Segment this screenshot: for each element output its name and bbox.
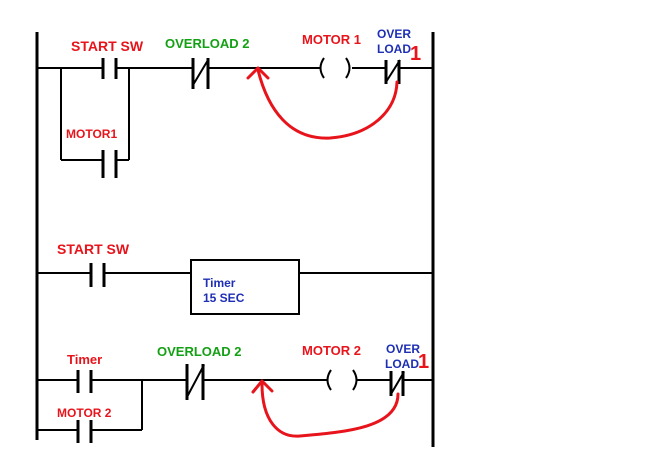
annotation-arrow-rung1	[256, 68, 399, 140]
rung3-seal-label: MOTOR 2	[57, 406, 112, 420]
motor1-seal-contact	[101, 150, 118, 178]
arrowhead-rung3	[251, 379, 274, 394]
arrowhead-rung1	[246, 66, 270, 80]
rung2-start-switch-contact	[89, 263, 106, 287]
rung3-timer-label: Timer	[67, 352, 102, 367]
rung3-load-label: LOAD	[385, 357, 419, 371]
motor1-coil	[319, 57, 351, 79]
rung1-start-sw-label: START SW	[71, 38, 144, 54]
rung-3: Timer OVERLOAD 2 MOTOR 2 OVER LOAD 1 MOT…	[36, 342, 433, 443]
rung3-overload2-label: OVERLOAD 2	[157, 344, 242, 359]
rung1-load-label: LOAD	[377, 42, 411, 56]
rung3-overload1-nc-contact	[389, 371, 405, 396]
overload1-nc-contact	[384, 59, 401, 84]
motor2-seal-contact	[76, 420, 93, 443]
timer-block-line2: 15 SEC	[203, 291, 245, 305]
rung2-start-sw-label: START SW	[57, 241, 130, 257]
timer-block-line1: Timer	[203, 276, 236, 290]
rung1-marker-label: 1	[410, 43, 421, 65]
rung1-overload2-label: OVERLOAD 2	[165, 36, 250, 51]
rung3-overload2-nc-contact	[185, 364, 205, 400]
rung3-marker-label: 1	[418, 351, 429, 373]
timer-contact	[76, 370, 93, 393]
rung-2: Timer 15 SEC START SW	[37, 241, 433, 315]
overload2-nc-contact	[191, 58, 210, 89]
annotation-arrow-rung3	[260, 382, 400, 438]
start-switch-contact	[101, 58, 118, 79]
rung1-motor1-label: MOTOR 1	[302, 32, 361, 47]
rung1-seal-label: MOTOR1	[66, 127, 117, 141]
rung-1: START SW OVERLOAD 2 MOTOR 1 OVER LOAD 1 …	[37, 27, 433, 178]
motor2-coil	[326, 369, 358, 391]
rung3-motor2-label: MOTOR 2	[302, 343, 361, 358]
rung1-over-label: OVER	[377, 27, 411, 41]
rung3-over-label: OVER	[386, 342, 420, 356]
timer-block	[190, 259, 300, 315]
